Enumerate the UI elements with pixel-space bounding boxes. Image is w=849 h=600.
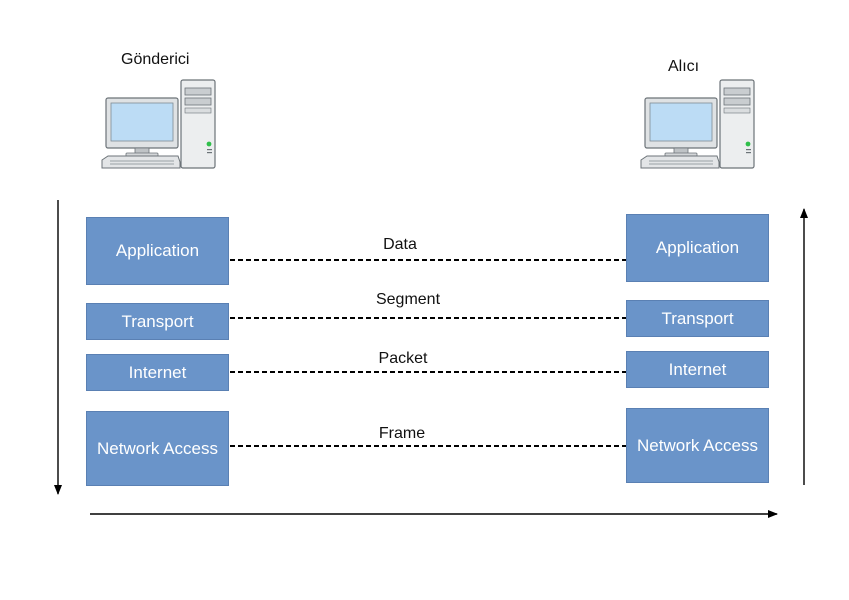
sender-layer-transport: Transport [86, 303, 229, 340]
pdu-label-segment: Segment [375, 291, 441, 308]
receiver-computer-icon [640, 79, 755, 169]
sender-layer-application: Application [86, 217, 229, 285]
sender-layer-internet: Internet [86, 354, 229, 391]
pdu-label-data: Data [383, 236, 417, 253]
receiver-layer-internet: Internet [626, 351, 769, 388]
sender-computer-icon [101, 79, 216, 169]
sender-title: Gönderici [121, 51, 190, 68]
receiver-title: Alıcı [668, 58, 700, 75]
receiver-layer-network-access: Network Access [626, 408, 769, 483]
receiver-layer-transport: Transport [626, 300, 769, 337]
receiver-layer-application: Application [626, 214, 769, 282]
pdu-label-frame: Frame [378, 425, 426, 442]
sender-layer-network-access: Network Access [86, 411, 229, 486]
pdu-label-packet: Packet [378, 350, 428, 367]
